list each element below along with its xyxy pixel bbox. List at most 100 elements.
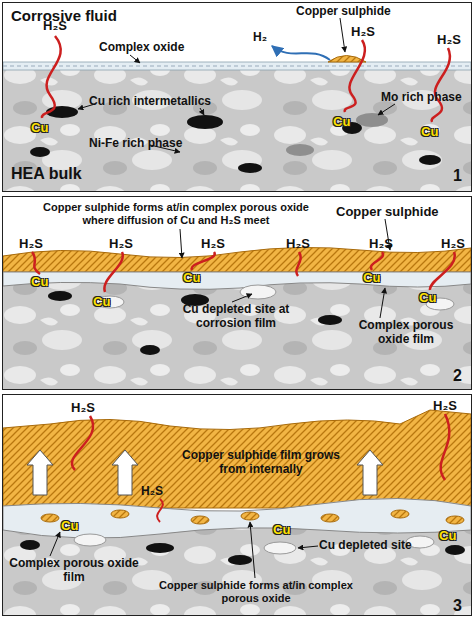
stage-panel: H₂S H₂S Copper sulphide film grows from in… bbox=[2, 394, 472, 616]
cu-intermetallic bbox=[48, 291, 72, 301]
h2s-diffusion-arrow bbox=[432, 48, 450, 122]
cu-intermetallic bbox=[20, 540, 40, 550]
cu-intermetallic bbox=[238, 163, 262, 173]
cu-intermetallic bbox=[419, 155, 441, 165]
leader-line bbox=[232, 294, 252, 302]
element-label: Cu bbox=[363, 271, 380, 286]
callout-label: Ni-Fe rich phase bbox=[89, 137, 182, 151]
h2s-diffusion-arrow bbox=[157, 499, 163, 522]
gas-label: H₂S bbox=[201, 237, 225, 252]
element-label: Cu bbox=[419, 291, 436, 306]
leader-line bbox=[340, 18, 345, 52]
h2s-diffusion-arrow bbox=[296, 252, 300, 276]
growth-arrow bbox=[27, 450, 53, 495]
leader-line bbox=[50, 532, 60, 556]
cu-intermetallic bbox=[187, 115, 223, 129]
panel-number: 1 bbox=[453, 167, 462, 185]
leader-line bbox=[380, 288, 385, 318]
leader-line bbox=[298, 546, 318, 548]
mo-rich-phase bbox=[286, 144, 314, 156]
gas-label: H₂S bbox=[437, 33, 461, 48]
cu-depleted-site bbox=[74, 534, 106, 546]
callout-label: Copper sulphide forms at/in complex poro… bbox=[31, 201, 321, 226]
leader-line bbox=[200, 108, 204, 115]
panel-number: 3 bbox=[453, 597, 462, 615]
hea-bulk bbox=[3, 70, 471, 191]
porous-oxide-film bbox=[3, 498, 471, 538]
element-label: Cu bbox=[31, 275, 48, 290]
corrosive-fluid bbox=[3, 3, 471, 62]
porous-oxide-film bbox=[3, 272, 471, 289]
element-label: Cu bbox=[183, 271, 200, 286]
callout-label: Copper sulphide bbox=[296, 5, 391, 19]
growth-arrow bbox=[357, 450, 383, 495]
leader-line bbox=[378, 104, 395, 115]
panel-heading: HEA bulk bbox=[11, 165, 82, 183]
gas-label: H₂S bbox=[433, 399, 457, 414]
copper-sulphide-nucleus bbox=[328, 56, 366, 63]
element-label: Cu bbox=[273, 523, 290, 538]
element-label: Cu bbox=[439, 529, 456, 544]
corrosive-fluid bbox=[3, 197, 471, 252]
callout-label: Copper sulphide forms at/in complex poro… bbox=[151, 579, 361, 604]
leader-line bbox=[250, 522, 255, 578]
copper-sulphide-inclusion bbox=[41, 514, 59, 522]
oxide-texture bbox=[3, 66, 471, 67]
copper-sulphide-inclusion bbox=[241, 512, 259, 520]
gas-label: H₂ bbox=[253, 31, 267, 45]
copper-sulphide-inclusion bbox=[446, 516, 464, 524]
leader-line bbox=[130, 55, 140, 63]
growth-arrow bbox=[112, 450, 138, 495]
h2s-diffusion-arrow bbox=[192, 252, 215, 270]
h2s-diffusion-arrow bbox=[72, 416, 93, 470]
leader-line bbox=[180, 229, 182, 258]
gas-label: H₂S bbox=[109, 237, 133, 252]
cu-intermetallic bbox=[140, 345, 160, 355]
element-label: Cu bbox=[421, 125, 438, 140]
h2s-diffusion-arrow bbox=[104, 252, 122, 292]
callout-label: Cu depleted site at corrosion film bbox=[161, 303, 311, 331]
copper-sulphide-inclusion bbox=[191, 516, 209, 524]
callout-label: Mo rich phase bbox=[381, 91, 462, 105]
mo-rich-phase bbox=[356, 113, 388, 127]
copper-sulphide-film bbox=[3, 247, 471, 272]
gas-label: H₂S bbox=[19, 237, 43, 252]
callout-label: Complex porous oxide film bbox=[9, 557, 139, 585]
callout-label: Cu depleted site bbox=[319, 539, 412, 553]
h2s-diffusion-arrow bbox=[430, 252, 455, 290]
gas-label: H₂S bbox=[71, 401, 95, 416]
cu-depleted-site bbox=[264, 542, 296, 554]
cu-intermetallic bbox=[318, 315, 342, 325]
hea-bulk bbox=[3, 272, 471, 389]
h2s-diffusion-arrow bbox=[345, 40, 365, 112]
callout-label: Complex oxide bbox=[99, 41, 184, 55]
callout-label: Cu rich intermetallics bbox=[89, 95, 211, 109]
cu-intermetallic bbox=[30, 147, 50, 157]
copper-sulphide-film bbox=[3, 410, 471, 508]
element-label: Cu bbox=[61, 519, 78, 534]
copper-sulphide-inclusion bbox=[391, 510, 409, 518]
copper-sulphide-inclusion bbox=[321, 514, 339, 522]
panel-number: 2 bbox=[453, 367, 462, 385]
element-label: Cu bbox=[93, 295, 110, 310]
gas-label: H₂S bbox=[351, 25, 375, 40]
h2-release-arrow bbox=[272, 46, 330, 60]
h2s-diffusion-arrow bbox=[441, 414, 450, 480]
copper-sulphide-inclusion bbox=[111, 510, 129, 518]
gas-label: H₂S bbox=[43, 19, 67, 34]
callout-label: Complex porous oxide film bbox=[346, 319, 466, 347]
complex-oxide-layer bbox=[3, 62, 471, 70]
cu-intermetallic bbox=[228, 555, 252, 565]
h2s-diffusion-arrow bbox=[32, 252, 40, 274]
gas-label: H₂S bbox=[141, 485, 163, 499]
element-label: Cu bbox=[333, 115, 350, 130]
h2s-diffusion-arrow bbox=[371, 252, 383, 270]
stage-panel: Copper sulphide forms at/in complex poro… bbox=[2, 196, 472, 390]
gas-label: H₂S bbox=[441, 237, 465, 252]
gas-label: H₂S bbox=[286, 237, 310, 252]
callout-label: Copper sulphide bbox=[336, 205, 439, 220]
cu-intermetallic bbox=[146, 543, 174, 553]
callout-label: Copper sulphide film grows from internal… bbox=[171, 449, 351, 477]
h2s-diffusion-arrow bbox=[42, 36, 61, 118]
